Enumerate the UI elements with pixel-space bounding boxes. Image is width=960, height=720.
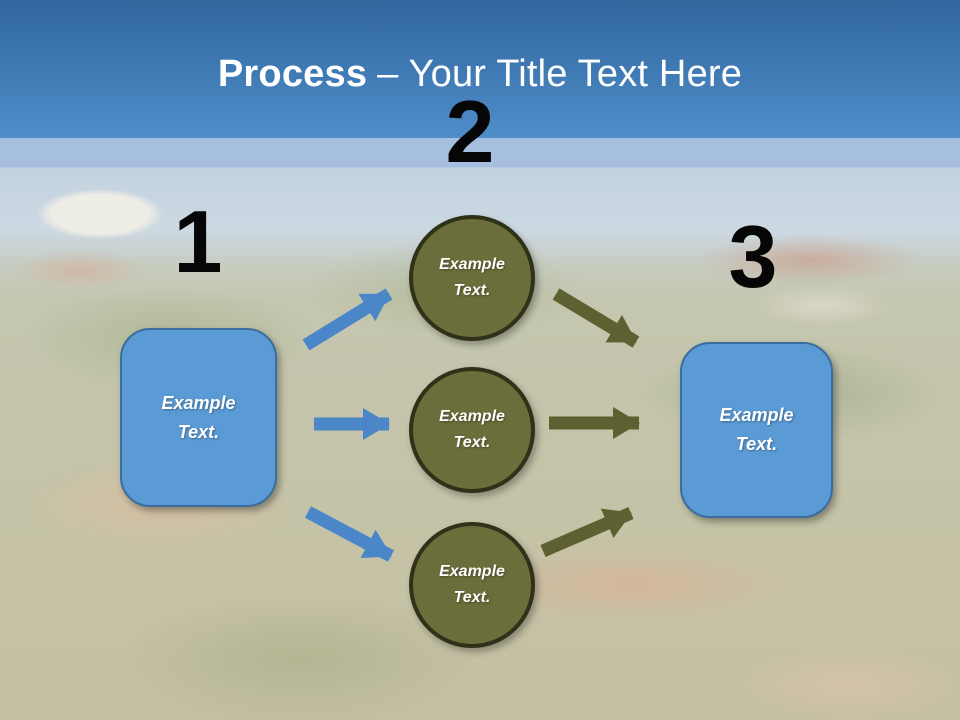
process-box-right-label: Example Text.	[719, 405, 794, 454]
process-box-left: Example Text.	[120, 328, 277, 507]
step-number-1: 1	[173, 192, 223, 291]
slide-title-rest: – Your Title Text Here	[377, 53, 743, 95]
process-circle-2: Example Text.	[409, 367, 535, 493]
process-box-left-label: Example Text.	[161, 392, 236, 442]
slide-title-bold: Process	[217, 53, 368, 95]
process-circle-1-label: Example Text.	[439, 256, 505, 299]
step-number-3: 3	[728, 207, 778, 306]
slide-title: Process– Your Title Text Here	[0, 53, 960, 96]
process-circle-2-label: Example Text.	[439, 408, 505, 451]
process-circle-3-label: Example Text.	[439, 563, 505, 606]
process-box-right: Example Text.	[680, 342, 833, 518]
process-circle-1: Example Text.	[409, 215, 535, 341]
step-number-2: 2	[445, 82, 495, 181]
process-circle-3: Example Text.	[409, 522, 535, 648]
title-band	[0, 0, 960, 138]
